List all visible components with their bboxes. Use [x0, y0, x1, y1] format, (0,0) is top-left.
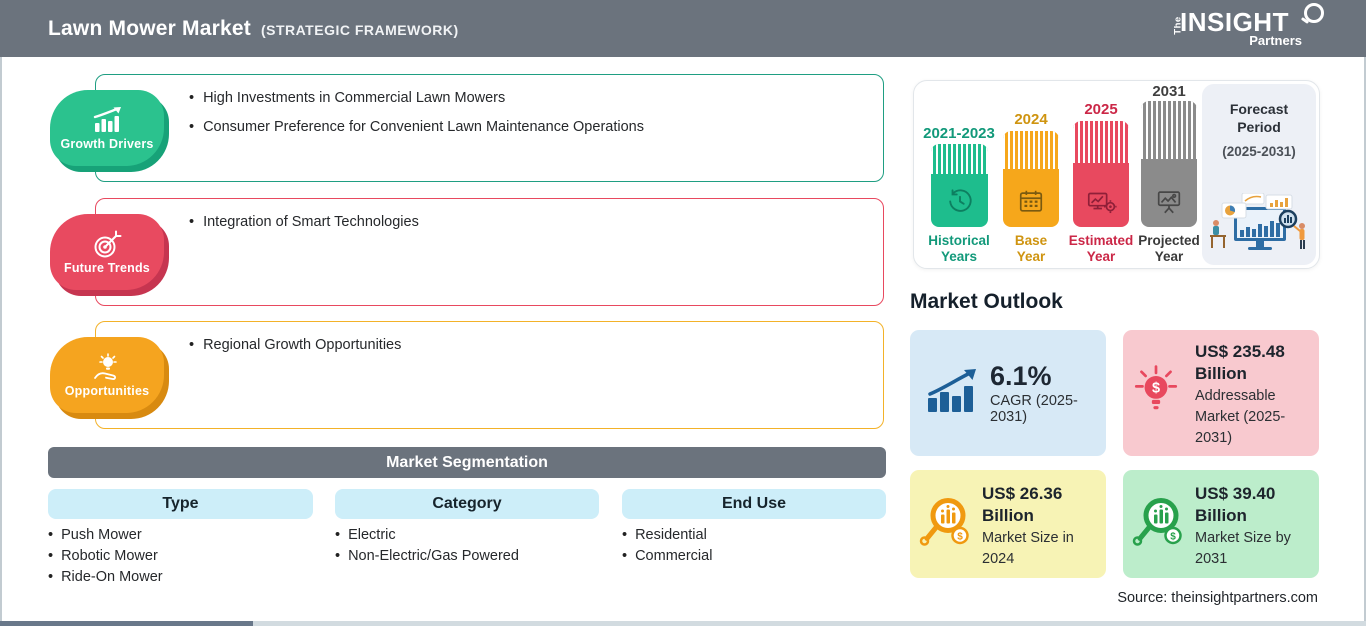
market-size-2031-card: $ US$ 39.40 Billion Market Size by 2031 — [1123, 470, 1319, 578]
list-item: Residential — [622, 525, 712, 546]
timeline-year-historical: 2021-2023 — [923, 125, 995, 142]
list-item: Ride-On Mower — [48, 567, 163, 588]
category-items-list: Electric Non-Electric/Gas Powered — [335, 525, 519, 567]
type-header-label: Type — [162, 495, 199, 512]
future-trends-badge: Future Trends — [50, 214, 164, 290]
market-segmentation-header: Market Segmentation — [48, 447, 886, 478]
research-timeline-panel: 2021-2023 2024 2025 2031 — [913, 80, 1320, 269]
list-item: Push Mower — [48, 525, 163, 546]
svg-text:$: $ — [957, 532, 963, 543]
timeline-year-base: 2024 — [1014, 111, 1048, 128]
forecast-period-panel: Forecast Period (2025-2031) — [1202, 84, 1316, 265]
cagr-desc: CAGR (2025-2031) — [990, 393, 1078, 425]
timeline-bar-projected — [1141, 101, 1197, 227]
magnifier-chart-icon-green: $ — [1131, 496, 1189, 553]
estimate-analysis-icon — [1085, 187, 1117, 220]
growth-drivers-badge: Growth Drivers — [50, 90, 164, 166]
page-title: Lawn Mower Market — [48, 16, 251, 40]
market-size-2031-desc: Market Size by 2031 — [1195, 530, 1291, 567]
addressable-market-desc: Addressable Market (2025-2031) — [1195, 388, 1286, 446]
scrollbar-thumb[interactable] — [0, 621, 253, 626]
timeline-bar-estimated — [1073, 121, 1129, 227]
opportunities-badge: Opportunities — [50, 337, 164, 413]
page-left-border — [0, 57, 2, 621]
svg-text:$: $ — [1170, 532, 1176, 543]
magnifier-lens-icon — [1304, 3, 1324, 23]
future-trends-label: Future Trends — [64, 260, 150, 275]
growth-driver-bullet: High Investments in Commercial Lawn Mowe… — [189, 89, 644, 108]
enduse-items-list: Residential Commercial — [622, 525, 712, 567]
type-items-list: Push Mower Robotic Mower Ride-On Mower — [48, 525, 163, 588]
header-bar: Lawn Mower Market (STRATEGIC FRAMEWORK) … — [0, 0, 1366, 57]
enduse-header-label: End Use — [721, 495, 786, 512]
calendar-icon — [1017, 188, 1045, 220]
magnifier-chart-icon-orange: $ — [918, 496, 976, 553]
opportunities-label: Opportunities — [64, 383, 150, 398]
list-item: Electric — [335, 525, 519, 546]
category-header-label: Category — [432, 495, 502, 512]
future-trends-panel: Integration of Smart Technologies — [95, 198, 884, 306]
cagr-chart-icon — [926, 368, 980, 419]
insight-partners-logo: The INSIGHT Partners — [1173, 3, 1324, 48]
market-size-2031-value: US$ 39.40 Billion — [1195, 484, 1276, 525]
forecast-label: Forecast — [1229, 101, 1289, 117]
svg-text:$: $ — [1152, 381, 1160, 397]
growth-drivers-label: Growth Drivers — [60, 136, 154, 151]
market-outlook-title: Market Outlook — [910, 290, 1063, 313]
list-item: Commercial — [622, 546, 712, 567]
analytics-illustration — [1206, 192, 1312, 260]
segment-column-enduse: End Use — [622, 489, 886, 519]
addressable-market-value: US$ 235.48 Billion — [1195, 342, 1285, 383]
opportunity-bullet: Regional Growth Opportunities — [189, 336, 401, 355]
logo-partners-text: Partners — [1249, 33, 1302, 48]
future-trend-bullet: Integration of Smart Technologies — [189, 213, 419, 232]
segment-column-category: Category — [335, 489, 599, 519]
presentation-icon — [1154, 188, 1184, 220]
forecast-range: (2025-2031) — [1222, 144, 1296, 159]
page-right-border — [1364, 57, 1366, 621]
target-arrow-icon — [92, 230, 122, 260]
timeline-bar-historical — [931, 144, 988, 227]
logo-the-text: The — [1172, 16, 1184, 35]
segment-column-type: Type — [48, 489, 313, 519]
opportunities-panel: Regional Growth Opportunities — [95, 321, 884, 429]
page-subtitle: (STRATEGIC FRAMEWORK) — [260, 21, 459, 38]
addressable-market-card: $ US$ 235.48 Billion Addressable Market … — [1123, 330, 1319, 456]
cagr-card: 6.1% CAGR (2025-2031) — [910, 330, 1106, 456]
history-clock-icon — [946, 187, 974, 220]
market-size-2024-card: $ US$ 26.36 Billion Market Size in 2024 — [910, 470, 1106, 578]
list-item: Non-Electric/Gas Powered — [335, 546, 519, 567]
timeline-year-estimated: 2025 — [1084, 101, 1118, 118]
bulb-dollar-icon: $ — [1131, 364, 1181, 423]
growth-chart-icon — [89, 106, 125, 136]
timeline-bar-base — [1003, 131, 1059, 227]
list-item: Robotic Mower — [48, 546, 163, 567]
timeline-year-projected: 2031 — [1152, 83, 1186, 100]
market-size-2024-desc: Market Size in 2024 — [982, 530, 1074, 567]
market-size-2024-value: US$ 26.36 Billion — [982, 484, 1063, 525]
cagr-value: 6.1% — [990, 361, 1052, 391]
header-title-group: Lawn Mower Market (STRATEGIC FRAMEWORK) — [48, 17, 459, 41]
hand-bulb-icon — [91, 352, 123, 383]
growth-drivers-panel: High Investments in Commercial Lawn Mowe… — [95, 74, 884, 182]
growth-driver-bullet: Consumer Preference for Convenient Lawn … — [189, 118, 644, 137]
horizontal-scrollbar[interactable] — [0, 621, 1366, 626]
logo-insight-text: INSIGHT — [1180, 7, 1289, 37]
source-attribution: Source: theinsightpartners.com — [1117, 590, 1318, 606]
market-segmentation-title: Market Segmentation — [386, 453, 548, 471]
